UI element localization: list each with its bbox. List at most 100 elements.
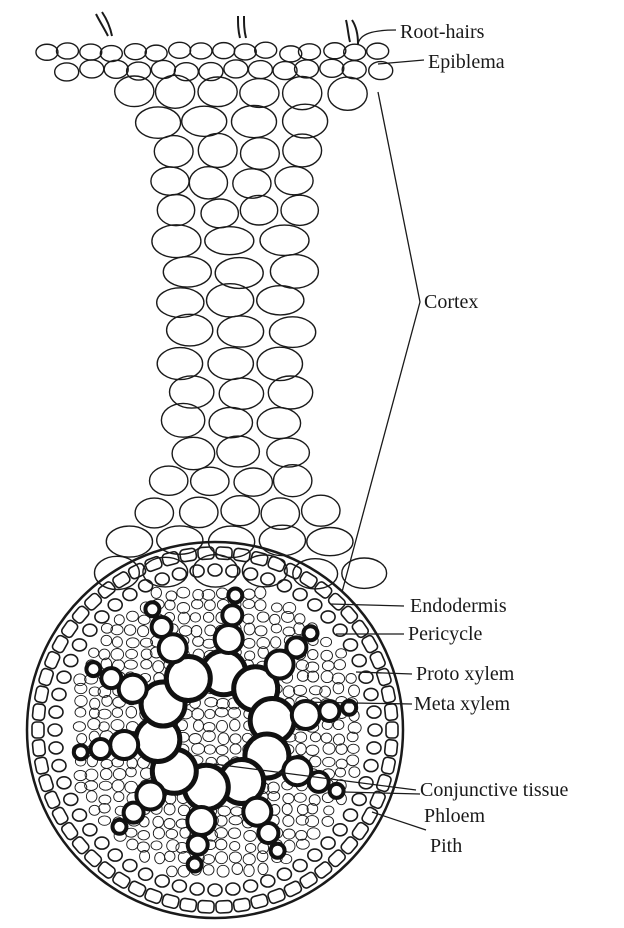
endodermis-cell	[386, 722, 398, 738]
conjunctive-cell	[307, 828, 320, 839]
conjunctive-cell	[257, 612, 269, 622]
label-pith: Pith	[430, 835, 462, 857]
conjunctive-cell	[243, 614, 254, 624]
conjunctive-cell	[216, 745, 228, 754]
cortex-cell	[274, 465, 312, 497]
epiblema-cell	[295, 60, 319, 78]
epiblema-cell	[100, 46, 122, 62]
label-conjunctive-tissue: Conjunctive tissue	[420, 779, 568, 801]
conjunctive-cell	[203, 612, 213, 622]
conjunctive-cell	[310, 733, 320, 742]
conjunctive-cell	[255, 600, 266, 611]
cortex-cell	[233, 169, 271, 198]
conjunctive-cell	[217, 588, 229, 599]
root-hairs	[96, 12, 358, 44]
conjunctive-cell	[244, 623, 255, 635]
pericycle-cell	[172, 880, 186, 892]
proto-xylem-vessel	[91, 739, 111, 759]
conjunctive-cell	[155, 852, 165, 863]
conjunctive-cell	[177, 603, 189, 614]
conjunctive-cell	[245, 651, 255, 661]
pericycle-cell	[57, 777, 71, 789]
conjunctive-cell	[153, 661, 164, 673]
pericycle-cell	[261, 573, 275, 585]
conjunctive-cell	[167, 840, 179, 852]
cortex-cell	[328, 77, 367, 110]
label-pericycle: Pericycle	[408, 623, 483, 645]
proto-xylem-vessel	[228, 589, 242, 603]
conjunctive-cell	[164, 819, 175, 829]
cortex-cell	[161, 403, 204, 437]
pericycle-cell	[364, 760, 378, 772]
pericycle-cell	[368, 724, 382, 736]
endodermis-cell	[369, 650, 386, 669]
cortex-cell	[182, 106, 227, 136]
cortex-cell	[234, 468, 272, 496]
endodermis-cell	[233, 898, 251, 912]
conjunctive-cell	[205, 698, 218, 707]
conjunctive-cell	[153, 828, 164, 839]
pericycle-cell	[344, 809, 358, 821]
pericycle-cell	[208, 884, 222, 896]
cortex-cell	[198, 77, 237, 107]
cortex-cell	[157, 195, 194, 226]
conjunctive-cell	[165, 851, 175, 861]
pericycle-cell	[139, 580, 153, 592]
conjunctive-cell	[75, 683, 87, 693]
cortex-cell	[217, 316, 263, 347]
conjunctive-cell	[141, 660, 152, 669]
conjunctive-cell	[216, 852, 228, 864]
cortex-cell	[189, 167, 227, 199]
cortex-cell	[241, 138, 280, 170]
label-cortex: Cortex	[424, 291, 478, 313]
proto-xylem-vessel	[188, 835, 208, 855]
proto-xylem-vessel	[145, 602, 159, 616]
cortex-cell	[191, 467, 229, 495]
conjunctive-cell	[258, 863, 268, 875]
conjunctive-cell	[348, 744, 360, 753]
conjunctive-cell	[307, 671, 318, 682]
label-endodermis: Endodermis	[410, 595, 507, 617]
cortex-cell	[240, 195, 277, 225]
conjunctive-cell	[282, 804, 292, 815]
epiblema-cell	[273, 62, 297, 80]
conjunctive-cell	[323, 743, 335, 754]
proto-xylem-vessel	[110, 731, 138, 759]
pericycle-cell	[321, 837, 335, 849]
cortex-cell	[151, 167, 189, 195]
endodermis-cell	[250, 893, 268, 909]
conjunctive-cell	[216, 815, 227, 826]
proto-xylem-vessel	[86, 662, 100, 676]
pericycle-cell	[190, 565, 204, 577]
conjunctive-cell	[346, 674, 356, 684]
cortex-cell	[257, 286, 304, 315]
conjunctive-cell	[166, 829, 178, 838]
pericycle-cell	[95, 837, 109, 849]
conjunctive-cell	[230, 734, 241, 744]
conjunctive-cell	[306, 745, 319, 755]
conjunctive-cell	[167, 866, 178, 877]
conjunctive-cell	[297, 804, 308, 814]
conjunctive-cell	[272, 603, 283, 612]
conjunctive-cell	[86, 791, 97, 802]
conjunctive-cell	[192, 600, 203, 609]
pericycle-cell	[208, 564, 222, 576]
label-meta-xylem: Meta xylem	[414, 693, 511, 715]
endodermis-cell	[381, 757, 396, 775]
conjunctive-cell	[111, 649, 124, 661]
conjunctive-cell	[112, 637, 122, 648]
conjunctive-cell	[296, 830, 307, 840]
epiblema-cell	[190, 43, 212, 59]
conjunctive-cell	[77, 734, 87, 744]
conjunctive-cell	[229, 816, 242, 825]
cortex-cell	[257, 347, 302, 380]
conjunctive-cell	[323, 757, 335, 766]
cortex-cell	[205, 227, 254, 255]
cortex-cell	[209, 407, 252, 437]
endodermis-pointer	[330, 604, 404, 606]
conjunctive-cell	[334, 660, 345, 670]
conjunctive-cell	[348, 722, 361, 733]
pericycle-cell	[83, 824, 97, 836]
label-root-hairs: Root-hairs	[400, 21, 485, 43]
pericycle-cell	[95, 611, 109, 623]
